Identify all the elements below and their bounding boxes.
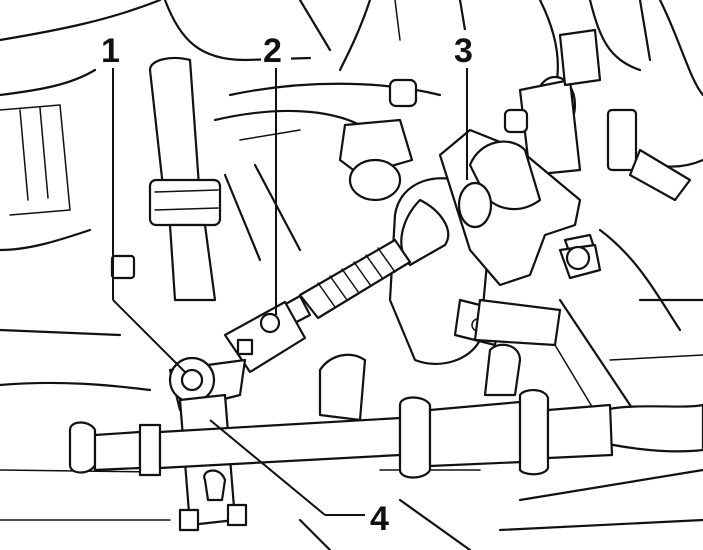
leader-line-1b: [112, 299, 186, 373]
callout-2: 2: [263, 32, 282, 70]
callout-labels: 1 2 3 4: [98, 30, 482, 538]
vacuum-pipe: [68, 389, 614, 479]
callout-1: 1: [101, 32, 120, 70]
callout-3: 3: [454, 32, 473, 70]
cable-support-bracket: [438, 128, 602, 287]
coolant-hose: [110, 56, 222, 302]
callout-4: 4: [370, 500, 389, 538]
leader-lines: [112, 68, 468, 516]
gearshift-cable: [223, 198, 450, 374]
leader-line-4a: [209, 419, 326, 516]
